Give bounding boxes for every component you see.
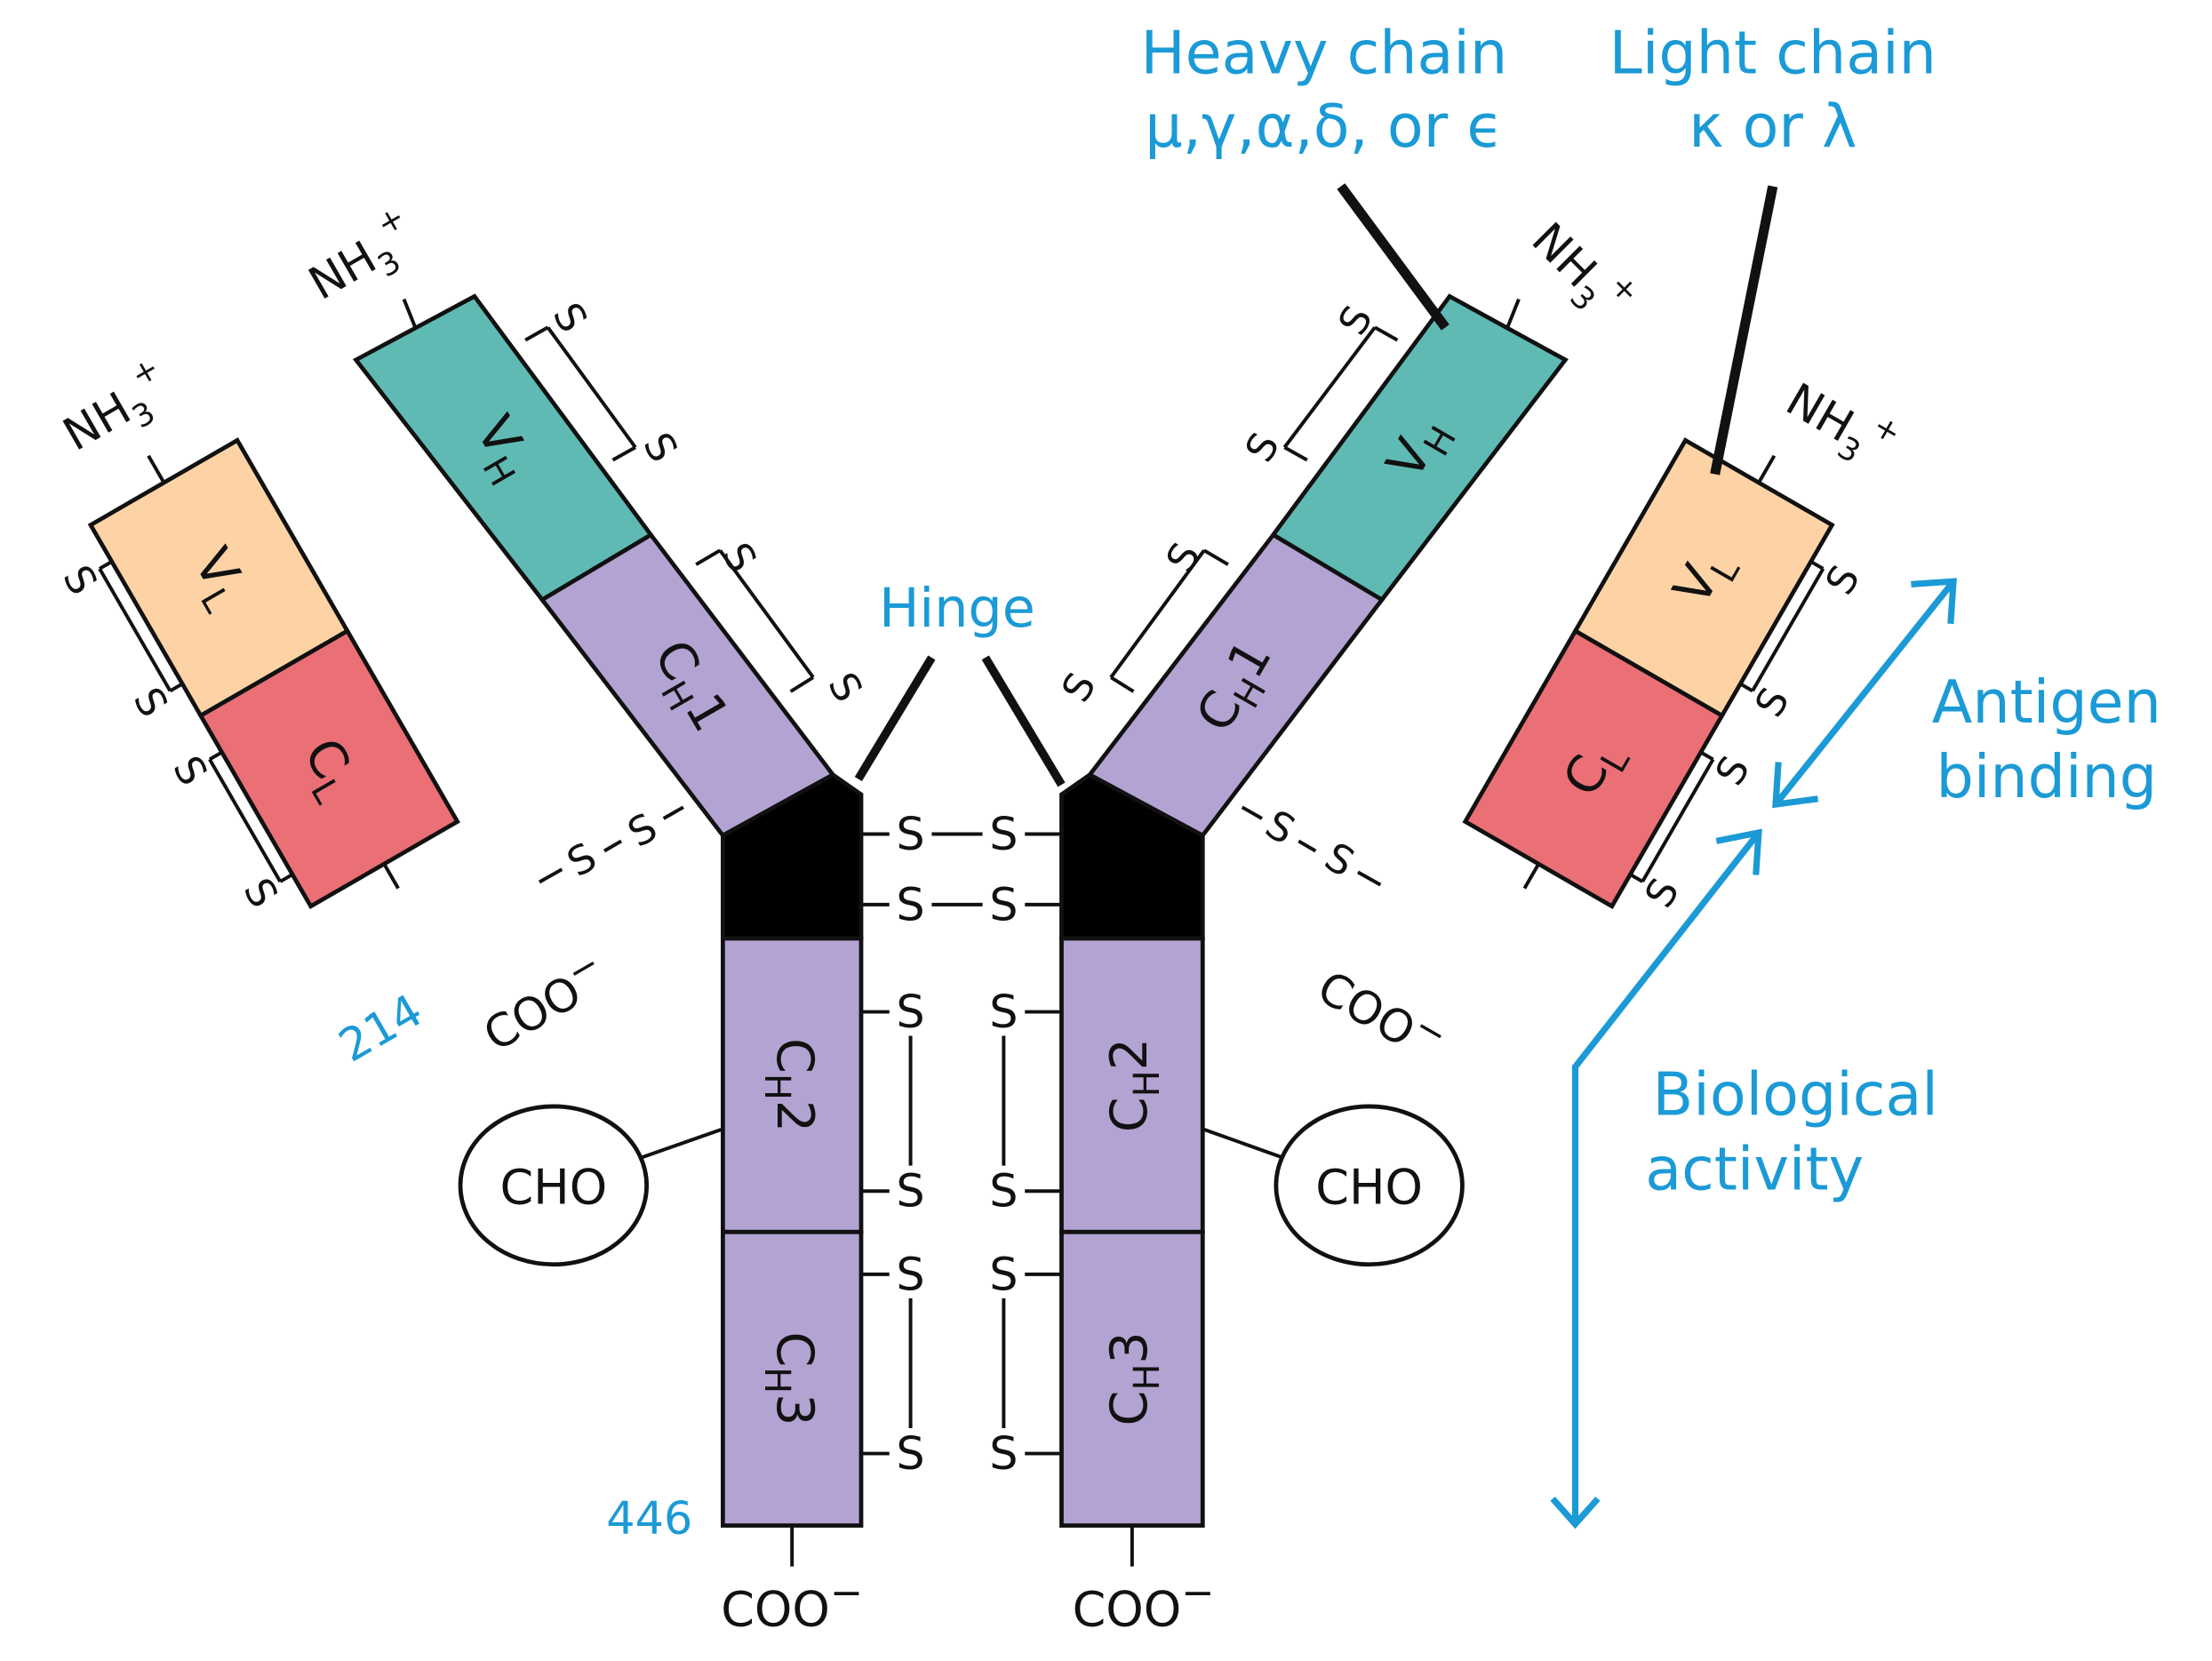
right-ch3-sulfur-bottom: S <box>989 1427 1018 1480</box>
right-ch2-label: CH2 <box>1099 1038 1167 1132</box>
left-cl-sulfur-top: S <box>164 749 215 794</box>
right-ch1-sulfur-top: S <box>1158 536 1210 580</box>
biological-activity-label-1: Biological <box>1653 1059 1938 1129</box>
right-light-carboxyl-terminus: COO− <box>1309 953 1455 1073</box>
left-ch1-sulfur-bottom: S <box>819 666 870 710</box>
left-heavy-carboxyl-terminus: COO− <box>721 1570 863 1637</box>
right-interchain-sulfur-2: S <box>1317 834 1362 886</box>
light-chain-title: Light chain <box>1609 19 1936 88</box>
right-ch2-sulfur-bottom: S <box>989 1165 1018 1218</box>
right-ch1-domain <box>1086 531 1385 839</box>
right-light-amino-terminus: NH3+ <box>1773 364 1907 483</box>
right-vh-sulfur-top: S <box>1330 299 1382 343</box>
right-carbohydrate-label: CHO <box>1315 1160 1423 1216</box>
right-cl-sulfur-top: S <box>1707 749 1759 794</box>
left-interchain-sulfur-1: S <box>560 834 604 886</box>
right-vl-sulfur-bottom: S <box>1746 680 1798 724</box>
right-ch3-label: CH3 <box>1099 1331 1167 1425</box>
left-hinge-region <box>720 771 864 941</box>
left-light-amino-terminus: NH3+ <box>50 350 184 469</box>
left-ch3-label: CH3 <box>757 1331 825 1425</box>
right-vh-sulfur-bottom: S <box>1237 426 1289 470</box>
left-heavy-chain-stem: CH2 CH3 COO− 446 CHO <box>458 771 864 1637</box>
hinge-sulfur-left-2: S <box>896 878 924 930</box>
hinge-sulfur-right-2: S <box>989 878 1018 930</box>
right-vl-sulfur-top: S <box>1817 558 1869 603</box>
antigen-binding-arrow <box>1772 578 1957 809</box>
left-light-carboxyl-terminus: COO− <box>470 942 616 1062</box>
left-vh-sulfur-bottom: S <box>634 426 685 470</box>
left-carbohydrate-label: CHO <box>499 1160 607 1216</box>
antigen-binding-label-1: Antigen <box>1932 667 2161 737</box>
left-heavy-chain-arm: VH CH1 NH3+ S S S S <box>295 199 871 839</box>
heavy-chain-title: Heavy chain <box>1140 19 1507 88</box>
biological-activity-arrow <box>1550 828 1762 1529</box>
left-ch2-label: CH2 <box>757 1038 825 1132</box>
hinge-sulfur-left-1: S <box>896 808 924 860</box>
right-heavy-chain-stem: CH2 CH3 COO− CHO <box>1059 771 1465 1637</box>
right-interchain-sulfur-1: S <box>1258 802 1302 853</box>
hinge-sulfur-right-1: S <box>989 808 1018 860</box>
right-ch2-sulfur-top: S <box>989 986 1018 1038</box>
left-light-residue-count: 214 <box>331 984 431 1073</box>
left-ch3-domain <box>720 1229 864 1528</box>
right-hinge-region <box>1059 771 1205 941</box>
right-ch3-sulfur-top: S <box>989 1248 1018 1300</box>
right-ch1-sulfur-bottom: S <box>1053 666 1105 710</box>
left-vh-label: VH <box>457 406 546 493</box>
left-ch2-domain <box>720 936 864 1234</box>
left-interchain-sulfur-2: S <box>620 805 665 857</box>
left-ch2-sulfur-bottom: S <box>896 1165 924 1218</box>
left-ch3-sulfur-bottom: S <box>896 1427 924 1480</box>
left-carbohydrate-circle <box>458 1104 650 1267</box>
right-heavy-amino-terminus: NH3+ <box>1515 205 1647 337</box>
left-ch2-sulfur-top: S <box>896 986 924 1038</box>
right-cl-sulfur-bottom: S <box>1637 871 1689 915</box>
right-ch2-domain <box>1059 936 1205 1234</box>
light-chain-classes: κ or λ <box>1689 92 1857 161</box>
left-heavy-residue-count: 446 <box>606 1492 692 1545</box>
right-carbohydrate-circle <box>1274 1104 1465 1267</box>
biological-activity-label-2: activity <box>1645 1135 1864 1204</box>
right-heavy-carboxyl-terminus: COO− <box>1073 1570 1215 1637</box>
left-ch3-sulfur-top: S <box>896 1248 924 1300</box>
left-vl-label: VL <box>175 539 260 619</box>
left-vl-sulfur-top: S <box>53 558 105 603</box>
antigen-binding-label-2: binding <box>1936 742 2158 811</box>
hinge-label: Hinge <box>879 578 1035 640</box>
interchain-disulfide-bonds: S S S S S S S S S S S S <box>860 808 1062 1480</box>
right-light-chain: VL CL S S S S NH3+ COO− S S <box>1241 364 1907 1073</box>
heavy-chain-classes: μ,γ,α,δ, or ϵ <box>1145 92 1503 161</box>
left-heavy-amino-terminus: NH3+ <box>295 199 429 318</box>
